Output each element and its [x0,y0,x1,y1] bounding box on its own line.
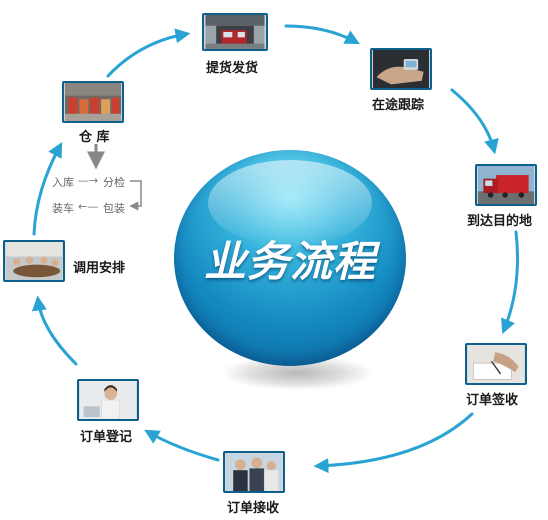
arrow-arrival-to-receipt [501,230,519,335]
arrow-receive-to-register [144,429,220,462]
flow-loading: 装车 [52,202,74,215]
signing-document-photo [465,343,527,385]
truck-icon [477,166,535,204]
arrow-register-to-dispatch [31,295,78,366]
flow-inbound: 入库 [52,176,74,189]
flow-bracket [129,180,142,211]
flow-packing: 包装 [103,202,125,215]
business-meeting-photo [223,451,285,493]
signing-document-icon [467,345,525,383]
flow-sorting: 分检 [103,176,125,189]
truck-warehouse-icon [205,15,265,49]
arrow-tracking-to-arrival [450,88,499,155]
center-ball: 业务流程 [174,150,406,366]
warehouse-boxes-photo [62,81,124,123]
arrow-dispatch-to-warehouse [32,142,63,236]
step-label: 仓 库 [79,130,110,145]
step-label: 订单签收 [466,393,519,408]
receptionist-photo [77,379,139,421]
arrow-pickup-to-tracking [284,24,360,45]
flow-arrow-right: —→ [78,174,99,187]
step-label: 订单接收 [227,501,280,516]
flow-arrow-left: ←— [78,200,99,213]
step-label: 提货发货 [206,61,259,76]
hand-phone-photo [370,48,432,90]
business-meeting-icon [225,453,283,491]
meeting-room-photo [3,240,65,282]
step-label: 调用安排 [73,261,126,276]
step-label: 订单登记 [80,430,133,445]
arrow-warehouse-to-pickup [106,28,191,78]
step-label: 到达目的地 [467,214,533,229]
step-label: 在途跟踪 [372,98,425,113]
warehouse-boxes-icon [64,83,122,121]
arrow-receipt-to-receive [313,412,474,474]
hand-phone-icon [372,50,430,88]
truck-warehouse-photo [202,13,268,51]
truck-photo [475,164,537,206]
center-title: 业务流程 [203,237,376,286]
meeting-room-icon [5,242,63,280]
receptionist-icon [79,381,137,419]
